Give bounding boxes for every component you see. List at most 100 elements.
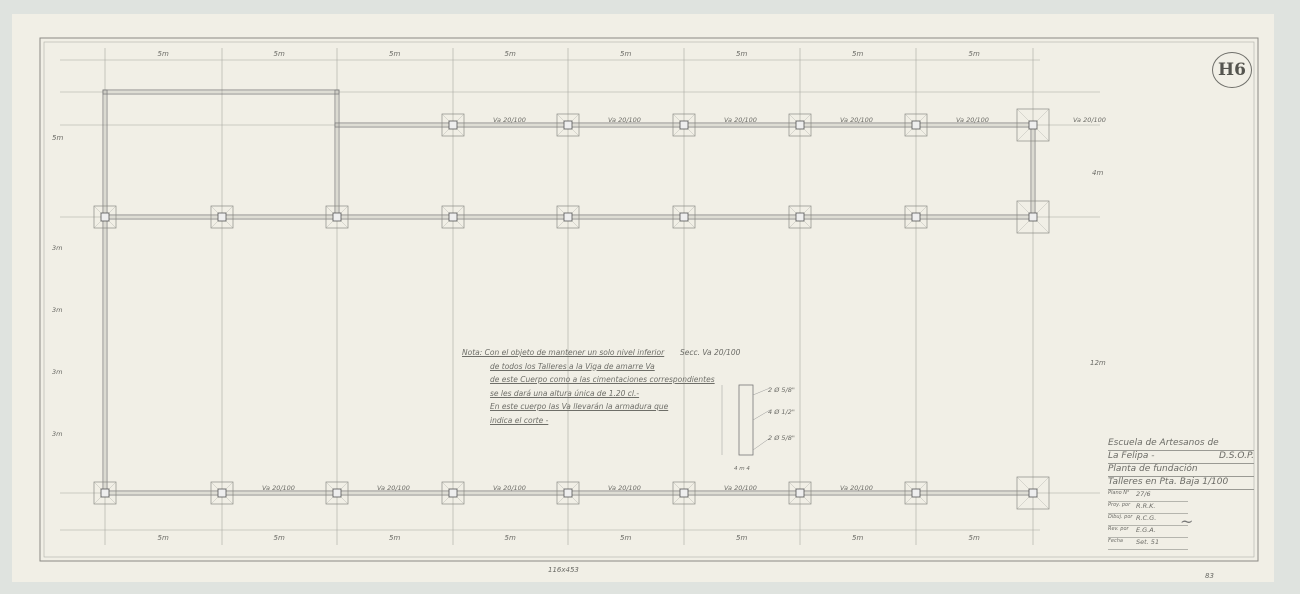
dim-top: 5m: [274, 50, 285, 58]
column: [795, 212, 805, 222]
column: [795, 120, 805, 130]
column: [563, 488, 573, 498]
footing: [556, 481, 580, 505]
column: [100, 212, 110, 222]
dim-right-total: 12m: [1090, 359, 1106, 367]
footing: [325, 481, 349, 505]
row-value: Set. 51: [1136, 538, 1160, 546]
dim-bottom: 5m: [274, 534, 285, 542]
footing: [556, 113, 580, 137]
rebar-label: 4 Ø 1/2": [768, 408, 795, 416]
sheet-size-mark: 116x453: [548, 566, 579, 574]
column: [1028, 212, 1038, 222]
column: [448, 120, 458, 130]
footing: [788, 113, 812, 137]
column: [679, 212, 689, 222]
footing: [441, 481, 465, 505]
dimension-labels: 4m 12m 5m 5m5m5m5m5m5m5m5m5m5m5m5m5m5m5m…: [52, 50, 1106, 542]
dim-bottom: 5m: [505, 534, 516, 542]
dim-top: 5m: [620, 50, 631, 58]
beam-label: Va 20/100: [724, 116, 757, 124]
beam-label: Va 20/100: [956, 116, 989, 124]
row-label: Fecha: [1108, 538, 1123, 544]
column: [100, 488, 110, 498]
rebar-label: 2 Ø 5/8": [768, 386, 795, 394]
footing: [325, 205, 349, 229]
dim-bottom: 5m: [620, 534, 631, 542]
column: [448, 488, 458, 498]
dim-left: 3m: [52, 306, 62, 314]
beam-section-detail: 2 Ø 5/8" 4 Ø 1/2" 2 Ø 5/8" 4 m 4 Secc. V…: [680, 348, 795, 472]
title-line: Talleres en Pta. Baja: [1108, 477, 1200, 487]
beam-label: Va 20/100: [724, 484, 757, 492]
beam-label: Va 20/100: [608, 484, 641, 492]
dim-right-top: 4m: [1092, 169, 1103, 177]
section-mark: 4 m 4: [734, 466, 750, 472]
footing: [672, 113, 696, 137]
column: [217, 212, 227, 222]
column: [795, 488, 805, 498]
footing: [93, 481, 117, 505]
dim-top: 5m: [389, 50, 400, 58]
border-frame: [39, 37, 1259, 562]
construction-note: Nota: Con el objeto de mantener un solo …: [462, 346, 715, 427]
column: [1028, 120, 1038, 130]
column: [217, 488, 227, 498]
footing: [1016, 108, 1050, 142]
section-label: Secc. Va 20/100: [680, 348, 741, 357]
footing: [904, 113, 928, 137]
footing: [904, 481, 928, 505]
footing: [788, 205, 812, 229]
beam-label: Va 20/100: [1073, 116, 1106, 124]
title-block-row: Plano N° 27/6: [1108, 490, 1188, 502]
beam-label: Va 20/100: [377, 484, 410, 492]
scale: 1/100: [1202, 477, 1229, 487]
dim-top: 5m: [736, 50, 747, 58]
footing: [210, 481, 234, 505]
beam-label: Va 20/100: [493, 484, 526, 492]
agency: D.S.O.P.: [1219, 451, 1254, 461]
column: [679, 488, 689, 498]
dim-bottom: 5m: [158, 534, 169, 542]
paper: [12, 14, 1274, 582]
row-value: 27/6: [1136, 490, 1151, 498]
note-line: Nota: Con el objeto de mantener un solo …: [462, 348, 665, 357]
note-line: de todos los Talleres a la Viga de amarr…: [490, 361, 655, 371]
column: [332, 212, 342, 222]
beam-label: Va 20/100: [840, 484, 873, 492]
rebar-label: 2 Ø 5/8": [768, 434, 795, 442]
row-label: Dibuj. por: [1108, 514, 1133, 520]
row-label: Proy. por: [1108, 502, 1131, 508]
dim-top: 5m: [158, 50, 169, 58]
footing: [1016, 476, 1050, 510]
column: [563, 212, 573, 222]
beam-label: Va 20/100: [840, 116, 873, 124]
column: [679, 120, 689, 130]
note-line: En este cuerpo las Va llevarán la armadu…: [490, 402, 669, 411]
dim-left: 3m: [52, 368, 62, 376]
row-label: Plano N°: [1108, 490, 1130, 496]
footing: [441, 113, 465, 137]
footing: [1016, 200, 1050, 234]
footing: [556, 205, 580, 229]
footing: [441, 205, 465, 229]
note-line: de este Cuerpo como a las cimentaciones …: [490, 375, 715, 384]
column: [911, 488, 921, 498]
dim-top: 5m: [969, 50, 980, 58]
title-block: Escuela de Artesanos de La Felipa - D.S.…: [1108, 438, 1254, 550]
beam-label: Va 20/100: [608, 116, 641, 124]
sheet-code-badge: H6: [1212, 52, 1252, 88]
dim-top: 5m: [852, 50, 863, 58]
column: [911, 212, 921, 222]
column: [1028, 488, 1038, 498]
note-line: indica el corte -: [490, 415, 549, 425]
dim-bottom: 5m: [389, 534, 400, 542]
footing: [904, 205, 928, 229]
column: [563, 120, 573, 130]
title-line: La Felipa -: [1108, 451, 1155, 461]
note-line: se les dará una altura única de 1.20 cl.…: [490, 388, 640, 398]
dim-bottom: 5m: [969, 534, 980, 542]
dim-top: 5m: [505, 50, 516, 58]
